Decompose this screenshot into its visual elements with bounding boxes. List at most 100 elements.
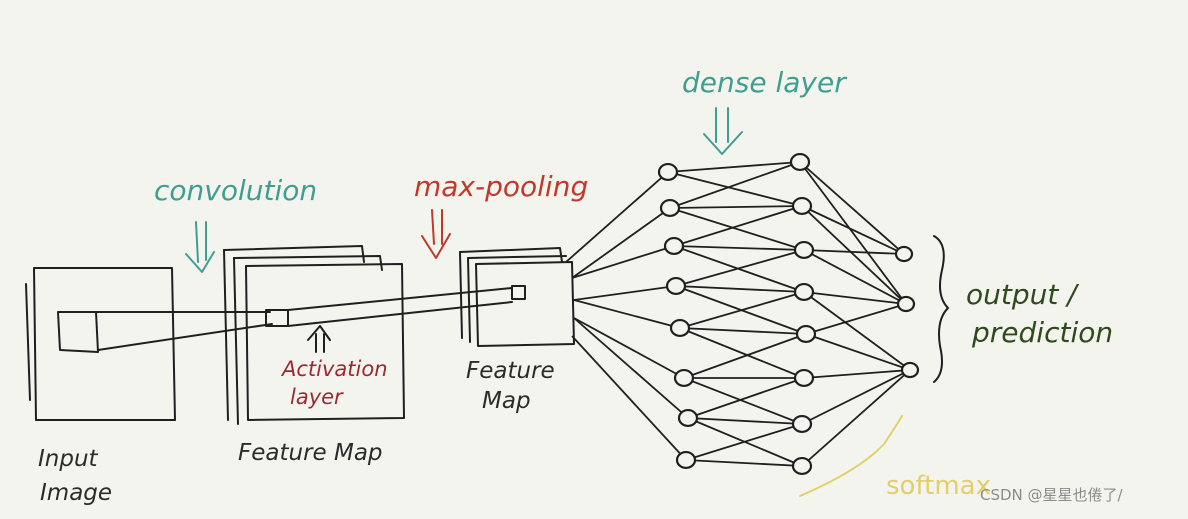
watermark: CSDN @星星也倦了/ xyxy=(980,486,1124,504)
dense-connection xyxy=(669,207,805,251)
output-connection xyxy=(803,291,911,371)
dense-neuron xyxy=(795,324,817,344)
dense-connection xyxy=(669,161,801,209)
output-brace xyxy=(933,235,949,383)
convolution-label: convolution xyxy=(154,174,317,207)
dense-neuron xyxy=(673,368,695,388)
dense-connection xyxy=(679,327,805,379)
dense-connection xyxy=(683,333,807,379)
pooled-feature-map-stack xyxy=(459,247,575,347)
output-connection xyxy=(803,249,907,305)
input-connection xyxy=(573,285,677,301)
feature-map-label: Feature Map xyxy=(238,440,383,466)
activation-label: layer xyxy=(290,385,344,409)
output-connection xyxy=(799,161,905,255)
dense-neuron xyxy=(665,276,687,296)
dense-neuron xyxy=(663,236,685,256)
input-image-label: Input xyxy=(38,446,99,472)
output-connection xyxy=(805,303,907,335)
dense-neuron xyxy=(789,152,811,172)
softmax-scribble xyxy=(799,415,903,497)
feature-map-layer xyxy=(233,255,383,271)
output-connection xyxy=(805,333,911,371)
feature-map-front xyxy=(475,261,575,347)
dense-connection xyxy=(685,459,803,467)
dense-neuron xyxy=(675,450,697,470)
projection-line xyxy=(287,287,513,311)
dense-neuron xyxy=(791,196,813,216)
dense-connection xyxy=(669,205,803,209)
dense-neuron xyxy=(791,456,813,476)
feature-map-layer xyxy=(467,257,471,343)
dense-connection xyxy=(675,285,805,293)
dense-connection xyxy=(667,161,801,173)
input-connection xyxy=(573,317,685,379)
dense-connection xyxy=(673,205,803,247)
activation-label: Activation xyxy=(280,357,388,381)
network-edges xyxy=(565,161,911,467)
input-connection xyxy=(573,299,681,329)
feature-map-layer xyxy=(233,257,239,425)
dense-connection xyxy=(679,291,805,329)
dense-neuron xyxy=(791,414,813,434)
dense-connection xyxy=(667,171,803,207)
dense-layer-label: dense layer xyxy=(682,66,847,99)
input-connection xyxy=(571,245,675,279)
dense-connection xyxy=(675,249,805,287)
feature-map-front xyxy=(245,263,405,421)
dense-connection xyxy=(687,417,803,425)
input-image-label: Image xyxy=(40,480,112,506)
feature-map-layer xyxy=(223,245,365,263)
dense-neuron xyxy=(793,368,815,388)
output-connection xyxy=(803,369,911,379)
feature-map-layer xyxy=(467,255,567,259)
input-image xyxy=(25,267,273,421)
input-image-edge xyxy=(25,283,31,401)
dense-neuron xyxy=(793,240,815,260)
feature-map-stack xyxy=(223,245,513,425)
network-nodes xyxy=(657,152,920,476)
dense-layer-arrow xyxy=(703,107,743,155)
output-connection xyxy=(803,291,907,305)
projection-line xyxy=(97,323,273,351)
dense-connection xyxy=(673,245,805,251)
feature-map-layer xyxy=(459,251,463,339)
input-connection xyxy=(573,317,689,419)
dense-connection xyxy=(685,423,803,461)
output-neuron xyxy=(900,361,920,379)
max-pooling-arrow xyxy=(421,209,451,259)
dense-neuron xyxy=(669,318,691,338)
dense-neuron xyxy=(677,408,699,428)
dense-connection xyxy=(687,377,805,419)
pooled-cell xyxy=(511,285,526,300)
output-connection xyxy=(801,205,905,255)
output-neuron xyxy=(894,245,914,263)
output-connection xyxy=(803,249,905,255)
input-connection xyxy=(571,207,671,279)
softmax-label: softmax xyxy=(886,471,991,501)
feature-map-layer xyxy=(459,247,563,263)
output-label: output / xyxy=(966,278,1079,311)
dense-connection xyxy=(683,377,803,425)
feature-map-2-label: Feature xyxy=(466,358,555,384)
output-connection xyxy=(799,161,907,305)
projection-line xyxy=(287,301,513,327)
output-connection xyxy=(801,369,911,425)
dense-connection xyxy=(679,327,807,335)
input-image-box xyxy=(33,267,176,421)
output-label: prediction xyxy=(971,316,1113,349)
dense-neuron xyxy=(659,198,681,218)
output-connection xyxy=(801,205,907,305)
feature-map-2-label: Map xyxy=(482,388,531,414)
feature-map-layer xyxy=(223,249,229,421)
input-connection xyxy=(571,335,687,461)
output-neuron xyxy=(896,295,916,313)
dense-neuron xyxy=(657,162,679,182)
dense-neuron xyxy=(793,282,815,302)
convolution-arrow xyxy=(185,221,215,273)
input-receptive-field xyxy=(57,311,99,353)
output-connection xyxy=(801,369,911,467)
input-connection xyxy=(565,171,669,263)
